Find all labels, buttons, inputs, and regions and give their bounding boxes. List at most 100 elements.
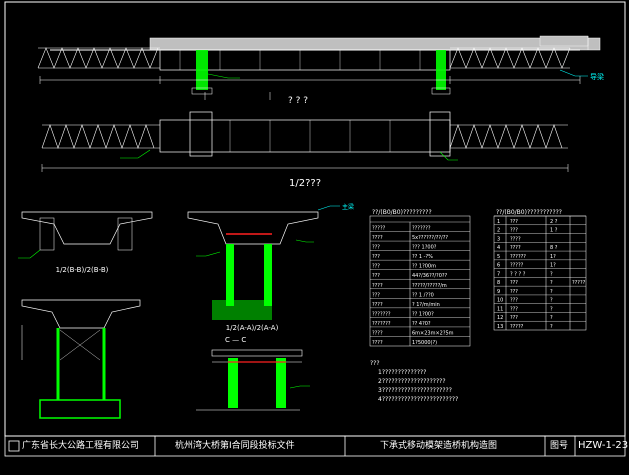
right-table-cell: ? ? ? ? [510, 271, 526, 277]
leader-guide-text: 导梁 [590, 72, 604, 81]
right-table-cell: 1? [550, 254, 556, 260]
left-table-cell: ? 1?/m/min [412, 302, 440, 308]
right-table-cell: ? [550, 271, 553, 277]
left-table-cell: 5ⅹ??????/??/?? [412, 235, 448, 241]
company-logo-icon [8, 440, 20, 452]
leader-9 [120, 149, 151, 159]
left-table-cell: ??? [372, 292, 380, 298]
leader-3 [18, 249, 41, 259]
right-table-cell: ??? [510, 280, 518, 286]
leader-guide [559, 69, 588, 77]
left-table-frame [369, 215, 471, 347]
right-table-cell: 6 [497, 263, 500, 269]
elevation-label: ? ? ? [288, 96, 308, 106]
left-table-cell: ??????? [372, 311, 391, 317]
pier-right [436, 50, 446, 90]
right-table-cell: 3 [497, 236, 500, 242]
right-table-cell: ? [550, 315, 553, 321]
left-table-cell: ???? [372, 330, 383, 336]
section-c-view [196, 349, 310, 411]
section-a-label: 1/2(A-A)/2(A-A) [226, 324, 279, 332]
right-table-cell: ? [550, 280, 553, 286]
leader-2 [289, 385, 310, 389]
left-table-cell: ??????? [372, 321, 391, 327]
right-table-cell: ????? [510, 263, 524, 269]
left-table-cell: ??? [372, 245, 380, 251]
drawing-no: HZW-1-23 [578, 440, 629, 451]
leader-main [317, 205, 340, 211]
right-table-cell: ???? [510, 236, 521, 242]
notes-line: 3?????????????????????? [378, 387, 452, 394]
right-table-cell: 7 [497, 271, 500, 277]
company-name: 广东省长大公路工程有限公司 [22, 441, 140, 451]
title-block-frame [4, 435, 626, 457]
left-table-cell: ???? [372, 235, 383, 241]
left-table-cell: ??? [372, 254, 380, 260]
left-table-cell: 1?5000(?) [412, 340, 437, 346]
right-table-cell: ? [550, 306, 553, 312]
right-table-cell: ??? [510, 289, 518, 295]
left-table-cell: ?? 4?0? [412, 321, 431, 327]
right-table-header: ??/(B0/B0)??????????? [496, 209, 562, 216]
left-table-cell: ???? [372, 283, 383, 289]
left-table-cell: 44?/36??/?0?? [412, 273, 448, 279]
right-table-cell: ??? [510, 306, 518, 312]
section-b-view [18, 211, 153, 259]
sheet-border [4, 1, 626, 437]
left-table-cell: ?????/?????/m [412, 283, 447, 289]
notes-title: ??? [370, 360, 380, 367]
right-table-cell: 5 [497, 254, 500, 260]
left-truss [37, 47, 160, 69]
notes-line: 2???????????????????? [378, 378, 446, 385]
leader-8 [207, 73, 240, 79]
section-c-label: C — C [225, 336, 246, 344]
left-table-header: ??/(B0/B0)????????? [372, 209, 432, 216]
plan-main-box [159, 119, 451, 153]
section-a-view [187, 205, 340, 320]
elevation-view [37, 35, 601, 100]
leader-main-text: 主梁 [342, 203, 354, 211]
right-truss [449, 47, 571, 69]
right-table-cell: ???? [510, 245, 521, 251]
project-name: 杭州湾大桥第Ⅰ合同段投标文件 [175, 441, 295, 451]
right-table-cell: ??? [510, 219, 518, 225]
right-table-cell: 11 [497, 306, 503, 312]
right-table-cell: ??? [510, 228, 518, 234]
left-table-cell: ?? 1?00? [412, 311, 434, 317]
right-table-cell: ??? [510, 315, 518, 321]
right-table-cell: 1? [550, 263, 556, 269]
leader-5 [295, 239, 314, 243]
left-table-cell: ???? [372, 340, 383, 346]
right-table-cell: ? [550, 298, 553, 304]
pier-left [196, 50, 208, 90]
right-table-cell: ????? [510, 324, 524, 330]
left-table-cell: ????? [372, 226, 386, 232]
right-table-cell: 13 [497, 324, 503, 330]
left-table-cell: ?? 1?00m [412, 264, 436, 270]
right-table-cell: ? [550, 324, 553, 330]
drawing-title: 下承式移动模架造桥机构造图 [380, 441, 498, 451]
left-table-cell: ?? 1 /??0 [412, 292, 434, 298]
left-table-cell: ??? [372, 273, 380, 279]
right-table-cell: 8 ? [550, 245, 558, 251]
plan-view [41, 111, 569, 172]
right-table-cell: 8 [497, 280, 500, 286]
drawing-no-label: 图号 [550, 441, 569, 451]
right-table-cell: 10 [497, 298, 503, 304]
right-table-cell: 1 ? [550, 228, 558, 234]
right-table-cell: 12 [497, 315, 503, 321]
left-table-cell: ??? [372, 264, 380, 270]
left-table-cell: ??? 1?00? [412, 245, 437, 251]
left-table-cell: 6m×23m×2?5m [412, 330, 454, 336]
right-table-cell: 9 [497, 289, 500, 295]
notes-line: 1?????????????? [378, 369, 427, 376]
pier-elev-left [21, 299, 141, 419]
right-table-cell: ????? [572, 280, 586, 286]
right-table-cell: 1 [497, 219, 500, 225]
right-table-cell: 2 ? [550, 219, 558, 225]
plan-label: 1/2??? [289, 178, 321, 189]
right-table-frame [493, 215, 587, 331]
right-table-cell: 2 [497, 228, 500, 234]
right-table-cell: ? [550, 289, 553, 295]
